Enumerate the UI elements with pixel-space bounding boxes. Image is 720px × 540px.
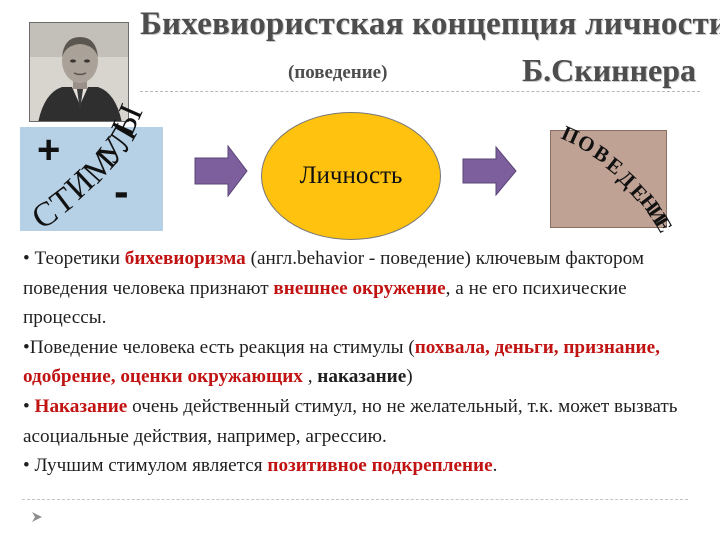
slide-title: Бихевиористская концепция личности	[140, 6, 720, 42]
negative-stimulus-sign: -	[114, 167, 129, 216]
personality-ellipse: Личность	[261, 112, 441, 240]
bullet-text: .	[492, 455, 498, 477]
bullet-item: •Поведение человека есть реакция на стим…	[23, 333, 703, 392]
stimulus-box	[20, 127, 163, 231]
bullet-text: • Теоретики	[23, 248, 125, 269]
highlight-term: бихевиоризма	[124, 248, 246, 269]
footer-divider	[22, 499, 688, 500]
stimulus-word: С Т И М У Л Ы	[26, 99, 151, 237]
title-divider	[140, 91, 700, 92]
bullet-text: •Поведение человека есть реакция на стим…	[23, 336, 415, 358]
arrow-to-behavior	[462, 145, 517, 197]
bullet-text: )	[406, 366, 413, 388]
behavior-box	[550, 130, 667, 228]
personality-label: Личность	[299, 162, 403, 189]
bullet-text: , а не его психические процессы.	[23, 277, 627, 329]
positive-stimulus-sign: +	[37, 128, 61, 172]
arrow-to-personality	[194, 144, 248, 198]
bullet-text: ,	[302, 366, 318, 388]
diagram-overlay: С Т И М У Л Ы П О В Е Д Е Н И Е	[26, 99, 678, 237]
next-slide-arrow-icon[interactable]	[30, 510, 46, 524]
bullet-list: • Теоретики бихевиоризма (англ.behavior …	[23, 244, 703, 481]
highlight-term: позитивное подкрепление	[267, 455, 493, 477]
bullet-text: •	[23, 395, 35, 417]
bullet-text: • Лучшим стимулом является	[23, 455, 268, 477]
bullet-text: (англ.behavior - поведение) ключевым фак…	[23, 248, 644, 299]
bullet-item: • Лучшим стимулом является позитивное по…	[23, 451, 703, 481]
portrait-photo	[29, 22, 129, 122]
behavior-word: П О В Е Д Е Н И Е	[558, 121, 677, 237]
bullet-item: • Теоретики бихевиоризма (англ.behavior …	[23, 244, 703, 333]
portrait-icon	[30, 23, 128, 121]
bold-term: наказание	[317, 366, 407, 388]
bullet-text: очень действенный стимул, но не желатель…	[23, 395, 678, 447]
highlight-term: внешнее окружение	[273, 277, 446, 299]
slide-subtitle: (поведение)	[288, 62, 388, 83]
highlight-term: похвала, деньги, признание, одобрение, о…	[23, 336, 660, 388]
slide-author: Б.Скиннера	[522, 52, 697, 88]
bullet-item: • Наказание очень действенный стимул, но…	[23, 392, 703, 451]
highlight-term: Наказание	[34, 395, 128, 417]
